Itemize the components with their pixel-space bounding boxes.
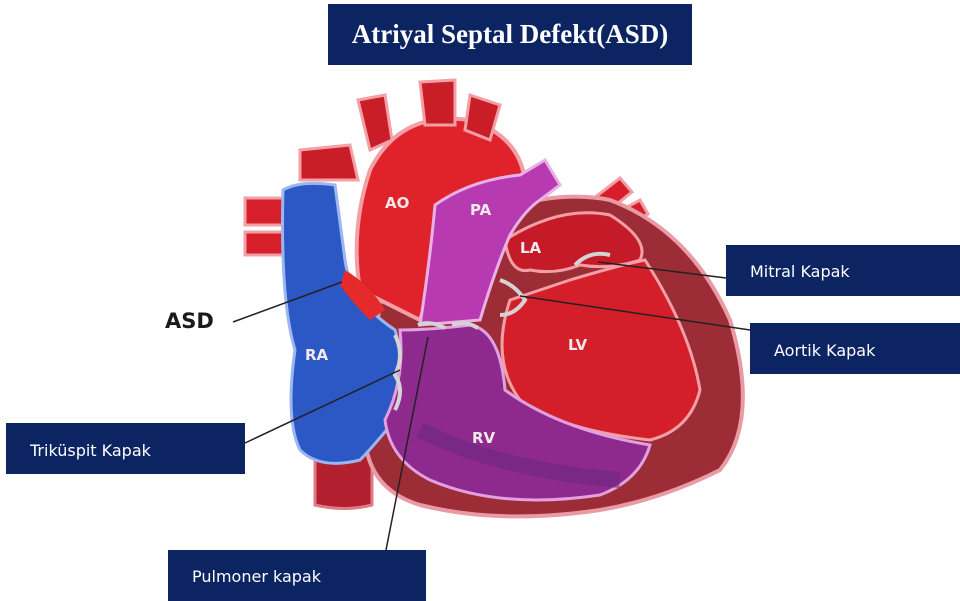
callout-tricuspid-valve: Triküspit Kapak	[6, 423, 245, 474]
callout-aortic-valve: Aortik Kapak	[750, 323, 960, 374]
label-ra: RA	[305, 346, 329, 364]
label-rv: RV	[472, 429, 496, 447]
label-lv: LV	[568, 336, 587, 354]
label-la: LA	[520, 239, 542, 257]
callout-tricuspid-text: Triküspit Kapak	[30, 441, 151, 460]
label-asd: ASD	[165, 309, 214, 333]
callout-aortic-text: Aortik Kapak	[774, 341, 875, 360]
callout-pulmonary-valve: Pulmoner kapak	[168, 550, 426, 601]
callout-mitral-valve: Mitral Kapak	[726, 245, 960, 296]
callout-mitral-text: Mitral Kapak	[750, 262, 850, 281]
label-ao: AO	[385, 194, 409, 212]
label-pa: PA	[470, 201, 492, 219]
callout-pulmonary-text: Pulmoner kapak	[192, 567, 321, 586]
